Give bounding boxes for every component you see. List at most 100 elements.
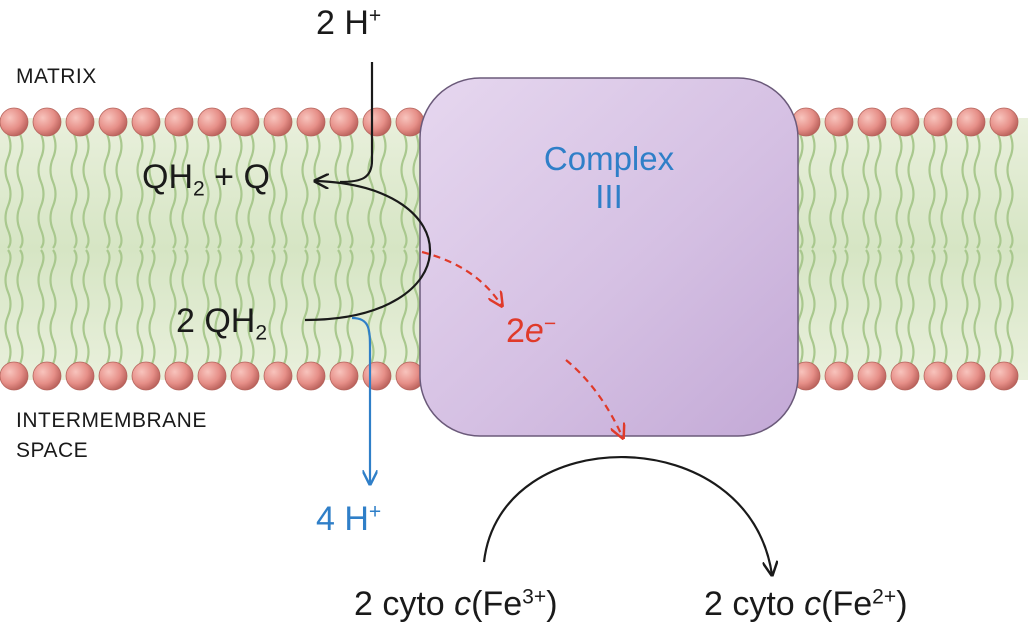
lipid-head [296,107,326,137]
lipid-tail [214,249,222,365]
lipid-head [65,361,95,391]
lipid-tail [49,133,57,249]
lipid-head [890,361,920,391]
lipid-tail [808,249,816,365]
electrons-charge: − [543,312,557,336]
lipid-tail [796,133,804,249]
lipid-tail [961,249,969,365]
lipid-tail [400,133,408,249]
lipid-head [197,107,227,137]
lipid-head [362,361,392,391]
lipid-head [857,107,887,137]
lipid-tail [907,249,915,365]
lipid-tail [334,249,342,365]
cyto-red-c: c [804,585,822,623]
cyto-c-reduced-label: 2 cyto c(Fe2+) [704,585,908,624]
matrix-protons-label: 2 H+ [316,4,381,43]
lipid-tail [874,249,882,365]
lipid-tail [994,249,1002,365]
quinone-qh-sub: 2 [193,177,205,201]
electrons-e: e [524,312,544,350]
lipid-tail [973,133,981,249]
lipid-tail [202,133,210,249]
lipid-tail [4,133,12,249]
lipid-tail [115,133,123,249]
complex-iii-label: Complex III [430,140,788,216]
lipid-head [164,107,194,137]
lipid-head [263,361,293,391]
lipid-tail [808,133,816,249]
cyto-ox-prefix: 2 cyto [354,585,455,623]
ims-protons-charge: + [368,500,382,524]
matrix-protons-coef: 2 H [316,4,369,42]
lipid-tail [82,133,90,249]
lipid-tail [973,249,981,365]
ims-proton-arrow [351,316,370,484]
lipid-tail [379,249,387,365]
lipid-head [32,361,62,391]
lipid-tail [247,133,255,249]
lipid-head [131,107,161,137]
lipid-head [32,107,62,137]
electrons-coef: 2 [506,312,525,350]
lipid-head [0,361,29,391]
quinone-products-label: QH2 + Q [142,158,270,201]
cyto-ox-open: (Fe [471,585,523,623]
lipid-head [923,361,953,391]
lipid-tail [280,133,288,249]
lipid-tail [247,249,255,365]
lipid-tail [400,249,408,365]
lipid-tail [148,249,156,365]
lipid-head [0,107,29,137]
lipid-tail [103,249,111,365]
lipid-head [989,107,1019,137]
lipid-tail [412,249,420,365]
lipid-tail [70,133,78,249]
lipid-tail [928,133,936,249]
lipid-head [956,107,986,137]
lipid-tail [37,249,45,365]
lipid-tail [181,249,189,365]
lipid-tail [235,249,243,365]
cyto-red-charge: 2+ [872,585,897,609]
electrons-label: 2e− [506,312,556,351]
cyto-red-prefix: 2 cyto [704,585,805,623]
lipid-head [329,107,359,137]
q-cycle-arrow [304,181,432,322]
lipid-head [923,107,953,137]
lipid-tail [16,249,24,365]
lipid-head [296,361,326,391]
lipid-head [890,107,920,137]
quinol-coef: 2 QH [176,302,256,340]
lipid-tail [16,133,24,249]
lipid-head [989,361,1019,391]
lipid-tail [961,133,969,249]
lipid-tail [280,249,288,365]
lipid-tail [268,133,276,249]
matrix-label: MATRIX [16,65,97,88]
lipid-tail [202,249,210,365]
lipid-tail [136,249,144,365]
lipid-tail [115,249,123,365]
lipid-tail [874,133,882,249]
lipid-tail [940,133,948,249]
matrix-proton-arrow [339,62,374,184]
lipid-head [263,107,293,137]
lipid-tail [796,249,804,365]
lipid-head [197,361,227,391]
cyto-red-open: (Fe [821,585,873,623]
lipid-head [98,107,128,137]
lipid-head [131,361,161,391]
complex-iii-protein [419,77,799,437]
cyto-ox-c: c [454,585,472,623]
intermembrane-label-line1: INTERMEMBRANE [16,409,207,432]
lipid-head [824,361,854,391]
lipid-head [329,361,359,391]
cyto-red-close: ) [896,585,908,623]
lipid-tail [412,133,420,249]
lipid-tail [301,249,309,365]
cyto-c-oxidized-label: 2 cyto c(Fe3+) [354,585,558,624]
lipid-head [65,107,95,137]
lipid-tail [181,133,189,249]
